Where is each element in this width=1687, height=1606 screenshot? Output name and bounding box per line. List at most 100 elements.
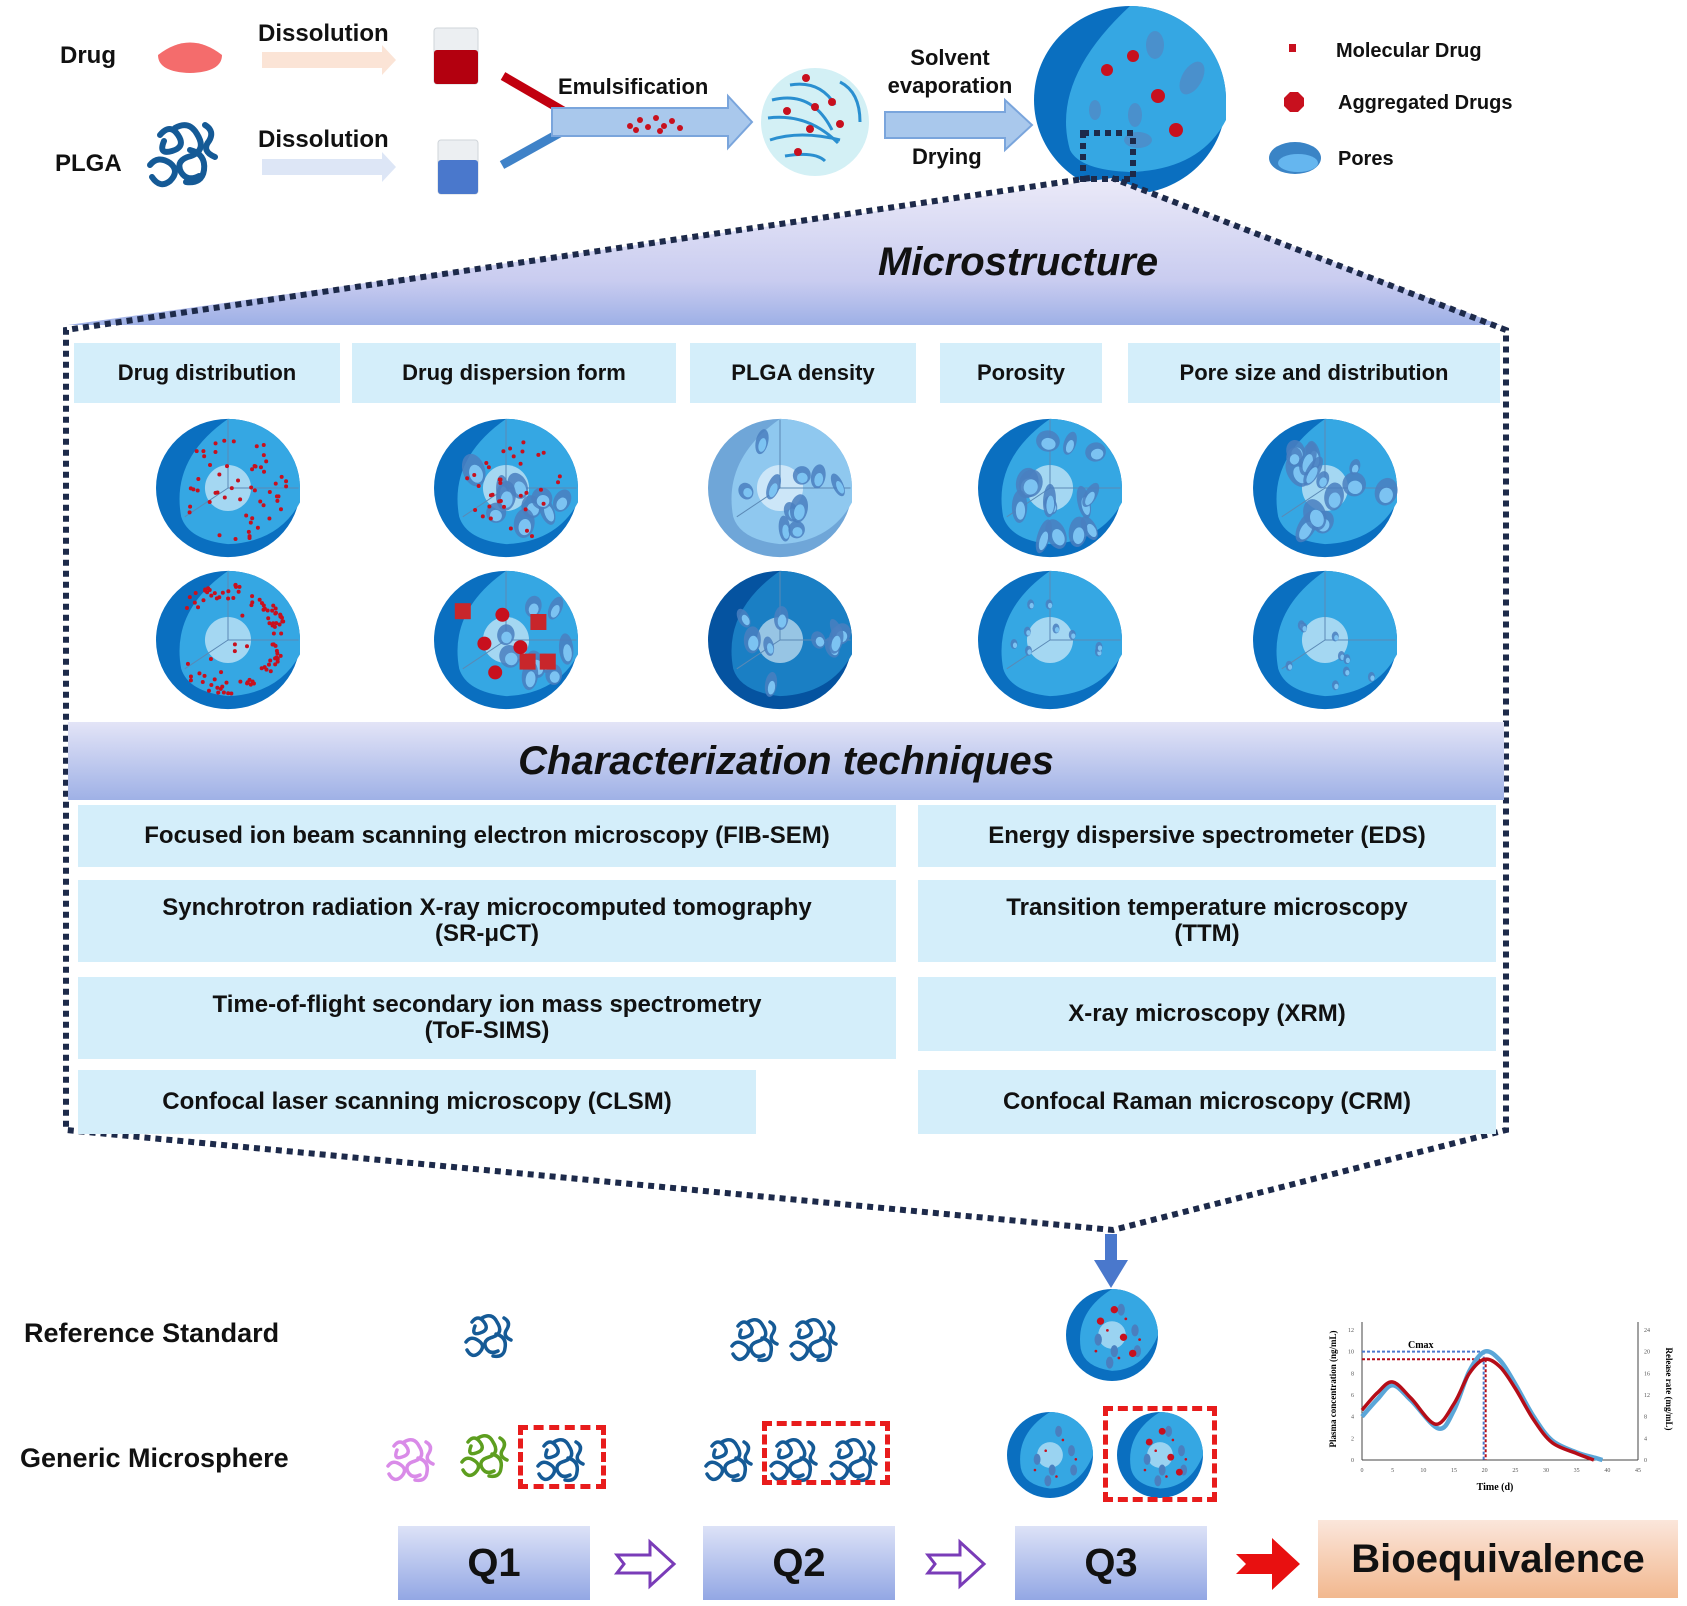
ref-q1-plga-icon — [464, 1314, 513, 1359]
stage-q3: Q3 — [1015, 1526, 1207, 1600]
magnifier-box — [1080, 130, 1136, 182]
highlight-q3 — [1103, 1406, 1217, 1502]
x-tick-label: 20 — [1482, 1468, 1488, 1474]
highlight-q2 — [762, 1421, 890, 1485]
drying-label: Drying — [912, 144, 982, 169]
tech-eds: Energy dispersive spectrometer (EDS) — [918, 805, 1496, 867]
arrow-q3-bio-icon — [1236, 1538, 1300, 1590]
frame-outline — [63, 175, 1509, 1234]
legend-aggregated-drugs: Aggregated Drugs — [1338, 92, 1513, 114]
tech-xrm: X-ray microscopy (XRM) — [918, 977, 1496, 1051]
pore-ellipse-icon — [1269, 142, 1321, 174]
tech-line: Confocal laser scanning microscopy (CLSM… — [162, 1088, 672, 1115]
y-tick-label: 2 — [1351, 1436, 1354, 1442]
dissolution-drug-label: Dissolution — [258, 20, 389, 47]
row-label-generic: Generic Microsphere — [20, 1443, 289, 1473]
y-tick-label: 4 — [1351, 1415, 1354, 1421]
drug-droplet-icon — [158, 42, 222, 73]
y-tick-label: 10 — [1348, 1350, 1354, 1356]
tech-line: Focused ion beam scanning electron micro… — [144, 822, 830, 849]
gen-q3-microsphere-icon-2 — [1117, 1412, 1203, 1498]
y-tick-label: 6 — [1351, 1393, 1354, 1399]
plga-coil-icon — [147, 122, 218, 188]
dissolution-arrow-drug — [262, 45, 396, 75]
sphere-porosity-1 — [978, 418, 1122, 558]
y2-tick-label: 12 — [1644, 1393, 1650, 1399]
y2-tick-label: 20 — [1644, 1350, 1650, 1356]
beaker-plga-icon — [437, 139, 479, 195]
sphere-plga-density-1 — [708, 418, 852, 558]
arrow-q2-q3-icon — [924, 1538, 987, 1590]
gen-q1-plga-icon-1 — [386, 1438, 435, 1483]
tech-line: Time-of-flight secondary ion mass spectr… — [212, 991, 762, 1018]
emulsion-droplet-icon — [761, 68, 869, 176]
prop-plga-density: PLGA density — [690, 343, 916, 403]
sphere-plga-density-2 — [708, 570, 852, 710]
sphere-pore-size-and-distribution-2 — [1253, 570, 1397, 710]
comparison-graphics — [386, 1234, 1203, 1498]
x-tick-label: 10 — [1420, 1468, 1426, 1474]
prop-porosity: Porosity — [940, 343, 1102, 403]
y2-axis-label: Release rate (mg/mL) — [1664, 1348, 1674, 1431]
plga-label: PLGA — [55, 150, 122, 177]
ref-q2-plga-icon-2 — [789, 1318, 838, 1363]
emulsification-arrow — [551, 93, 754, 151]
stage-q2: Q2 — [703, 1526, 895, 1600]
sphere-drug-distribution-1 — [156, 418, 300, 558]
tech-line: Energy dispersive spectrometer (EDS) — [988, 822, 1426, 849]
x-tick-label: 0 — [1361, 1468, 1364, 1474]
sphere-pore-size-and-distribution-1 — [1253, 418, 1398, 558]
tech-line: Transition temperature microscopy — [1006, 894, 1408, 921]
cmax-annotation: Cmax — [1408, 1340, 1434, 1351]
x-tick-label: 40 — [1604, 1468, 1610, 1474]
molecular-drug-square-icon — [1289, 44, 1296, 52]
solvent-line: Solvent — [910, 45, 990, 70]
x-axis-label: Time (d) — [1477, 1482, 1514, 1493]
x-tick-label: 5 — [1391, 1468, 1394, 1474]
ref-q2-plga-icon-1 — [730, 1318, 779, 1363]
sphere-drug-distribution-2 — [156, 570, 300, 710]
y2-tick-label: 16 — [1644, 1371, 1650, 1377]
evaporation-line: evaporation — [887, 73, 1013, 98]
legend-pores: Pores — [1338, 148, 1394, 170]
y2-tick-label: 0 — [1644, 1458, 1647, 1464]
x-tick-label: 35 — [1574, 1468, 1580, 1474]
gen-q1-plga-icon-2 — [460, 1434, 509, 1479]
aggregated-drug-octagon-icon — [1284, 92, 1304, 112]
series-line-reference — [1360, 1349, 1604, 1463]
arrow-q1-q2-icon — [613, 1538, 677, 1590]
x-tick-label: 45 — [1635, 1468, 1641, 1474]
tech-line: X-ray microscopy (XRM) — [1068, 1000, 1346, 1027]
gen-q1-plga-icon-3 — [536, 1438, 585, 1483]
x-tick-label: 15 — [1451, 1468, 1457, 1474]
y-tick-label: 12 — [1348, 1328, 1354, 1334]
sphere-drug-dispersion-form-1 — [434, 418, 578, 558]
dissolution-plga-label: Dissolution — [258, 126, 389, 153]
tech-fib-sem: Focused ion beam scanning electron micro… — [78, 805, 896, 867]
tech-clsm: Confocal laser scanning microscopy (CLSM… — [78, 1070, 756, 1134]
beaker-drug-icon — [433, 27, 479, 85]
prop-pore-size-distribution: Pore size and distribution — [1128, 343, 1500, 403]
y-tick-label: 0 — [1351, 1458, 1354, 1464]
zoom-frame — [63, 130, 1509, 1234]
tech-sr-uct: Synchrotron radiation X-ray microcompute… — [78, 880, 896, 962]
tech-line: Synchrotron radiation X-ray microcompute… — [162, 894, 812, 921]
drying-arrow — [884, 97, 1034, 153]
gen-q2-plga-icon-1 — [704, 1438, 753, 1483]
characterization-title: Characterization techniques — [68, 722, 1504, 800]
outcome-bioequivalence: Bioequivalence — [1318, 1520, 1678, 1598]
microstructure-band — [68, 178, 1500, 325]
gen-q3-microsphere-icon-1 — [1007, 1412, 1093, 1498]
stage-q1: Q1 — [398, 1526, 590, 1600]
highlight-q1 — [518, 1425, 606, 1489]
tech-line: (TTM) — [1174, 920, 1240, 947]
drug-label: Drug — [60, 42, 116, 69]
y-axis-label: Plasma concentration (ng/mL) — [1328, 1331, 1338, 1448]
series-line-generic — [1360, 1357, 1595, 1462]
dissolution-arrow-plga — [262, 152, 396, 182]
stage-arrows — [613, 1538, 1300, 1590]
y2-tick-label: 4 — [1644, 1436, 1647, 1442]
prop-drug-dispersion-form: Drug dispersion form — [352, 343, 676, 403]
sphere-drug-dispersion-form-2 — [434, 570, 578, 710]
